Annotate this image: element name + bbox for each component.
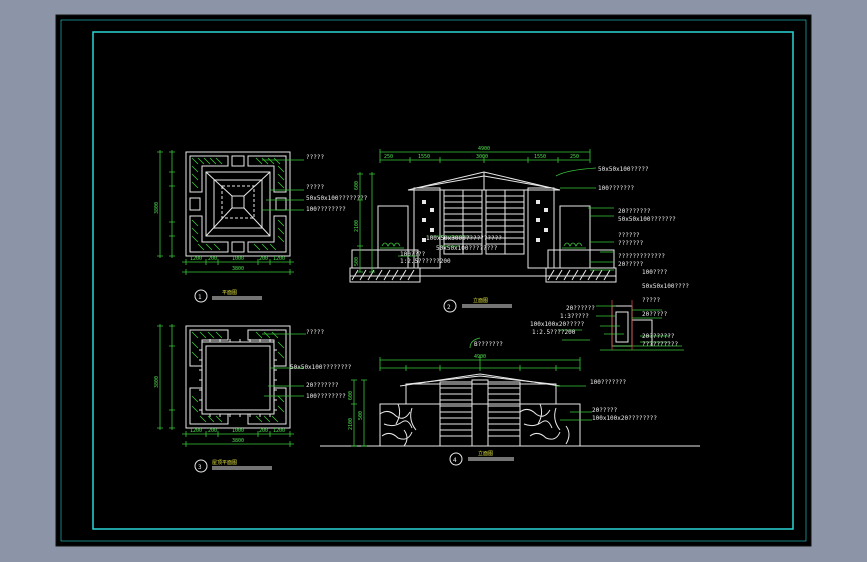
elev2-note-r7: ????????????? [618,253,665,260]
plan1-dim-3: 1000 [232,256,244,262]
plan3-dim-5: 1200 [273,428,285,434]
drawing-3-title: 屋顶平面图 [212,460,237,466]
drawing-2-number: 2 [447,304,451,311]
elev2-sub-dim-2: 1550 [418,154,430,160]
drawing-3-roof-plan: 1200 200 1000 200 1200 3800 3800 ????? 5… [154,324,352,473]
elev2-note-r3: 20??????? [618,208,651,215]
plan1-note-3: 50x50x100???????? [306,195,368,202]
plan3-dim-left: 3800 [154,376,160,388]
plan3-note-2: 50x50x100???????? [290,364,352,371]
plan1-dim-total: 3800 [232,266,244,272]
elev2-note-r6: ??????? [618,240,644,247]
elev2-note-r2: 100??????? [598,185,635,192]
elev2-left-dim-1: 600 [354,181,360,190]
plan1-note-4: 100???????? [306,206,346,213]
elev4-note-4: 100x100x20???????? [592,415,657,422]
elev2-sub-dim-3: 3000 [476,154,488,160]
drawing-1-plan: 1200 200 1000 200 1200 3800 3800 ????? ?… [154,150,368,303]
elev4-note-2: 100??????? [590,379,627,386]
plan3-note-1: ????? [306,329,324,336]
plan1-note-2: ????? [306,184,324,191]
elev4-left-dim-2: 2100 [348,418,354,430]
drawing-3-number: 3 [198,464,202,471]
detail-note-2: 1:3????? [560,313,589,320]
inner-frame-line [60,19,807,542]
drawing-1-title: 平面图 [222,290,237,296]
plan1-dim-5: 1200 [273,256,285,262]
plan1-dim-left: 3800 [154,202,160,214]
elev2-sub-dim-4: 1550 [534,154,546,160]
drawing-2-number-bubble [443,299,457,313]
detail-note-6: 50x50x100???? [642,283,689,290]
plan1-dim-2: 200 [208,256,217,262]
detail-note-7: ????? [642,297,660,304]
elev2-note-l2: 50x50x100???????? [436,245,498,252]
plan1-dim-4: 200 [259,256,268,262]
elev2-sub-dim-5: 250 [570,154,579,160]
elev2-left-dim-3: 500 [354,257,360,266]
detail-note-8: 20????? [642,311,668,318]
detail-note-5: 100???? [642,269,668,276]
drawing-4-title: 立面图 [478,450,493,457]
elev4-note-1: B??????? [474,341,503,348]
detail-note-4: 1:2.5????200 [532,329,576,336]
drawing-1-number-bubble [194,289,208,303]
plan1-note-1: ????? [306,154,324,161]
drawing-4-number-bubble [449,452,463,466]
elev2-note-r1: 50x50x100????? [598,166,649,173]
plan3-dim-3: 1000 [232,428,244,434]
detail-note-10: ?????????? [642,341,679,348]
plan1-dim-1: 1200 [190,256,202,262]
drawing-2-title: 立面图 [473,297,488,304]
elev2-note-l1: 100x50x3000?????????? [426,235,502,242]
elev2-sub-dim-1: 250 [384,154,393,160]
plan3-dim-2: 200 [208,428,217,434]
detail-note-3: 100x100x20????? [530,321,585,328]
elev2-note-l4: 1:2.5??????200 [400,258,451,265]
elev4-left-dim-1: 600 [348,391,354,400]
plan3-dim-1: 1200 [190,428,202,434]
detail-note-1: 20?????? [566,305,595,312]
drawing-2-elevation: 4900 250 1550 3000 1550 250 600 2100 500… [349,146,676,313]
elev2-top-dim: 4900 [478,146,490,152]
model-space[interactable] [55,14,812,547]
elev2-left-dim-2: 2100 [354,220,360,232]
elev4-top-dim: 4900 [474,354,486,360]
outer-frame [92,31,794,530]
elev2-note-r8: 20????? [618,261,644,268]
elev2-note-l3: 100???? [400,251,426,258]
plan3-dim-4: 200 [259,428,268,434]
elev4-note-3: 20????? [592,407,618,414]
elev2-note-r4: 50x50x100??????? [618,216,676,223]
drawing-3-number-bubble [194,459,208,473]
wall-section-detail: 20?????? 1:3????? 100x100x20????? 1:2.5?… [530,269,689,351]
plan3-dim-total: 3800 [232,438,244,444]
drawing-4-elevation: 4900 600 2100 500 B??????? 100??????? 20… [320,337,700,466]
drawing-1-number: 1 [198,294,202,301]
plan3-note-3: 20??????? [306,382,339,389]
detail-note-9: 20??????? [642,333,675,340]
elev2-note-r5: ?????? [618,232,640,239]
elev4-left-dim-3: 500 [358,411,364,420]
plan3-note-4: 100???????? [306,393,346,400]
drawing-4-number: 4 [453,457,457,464]
